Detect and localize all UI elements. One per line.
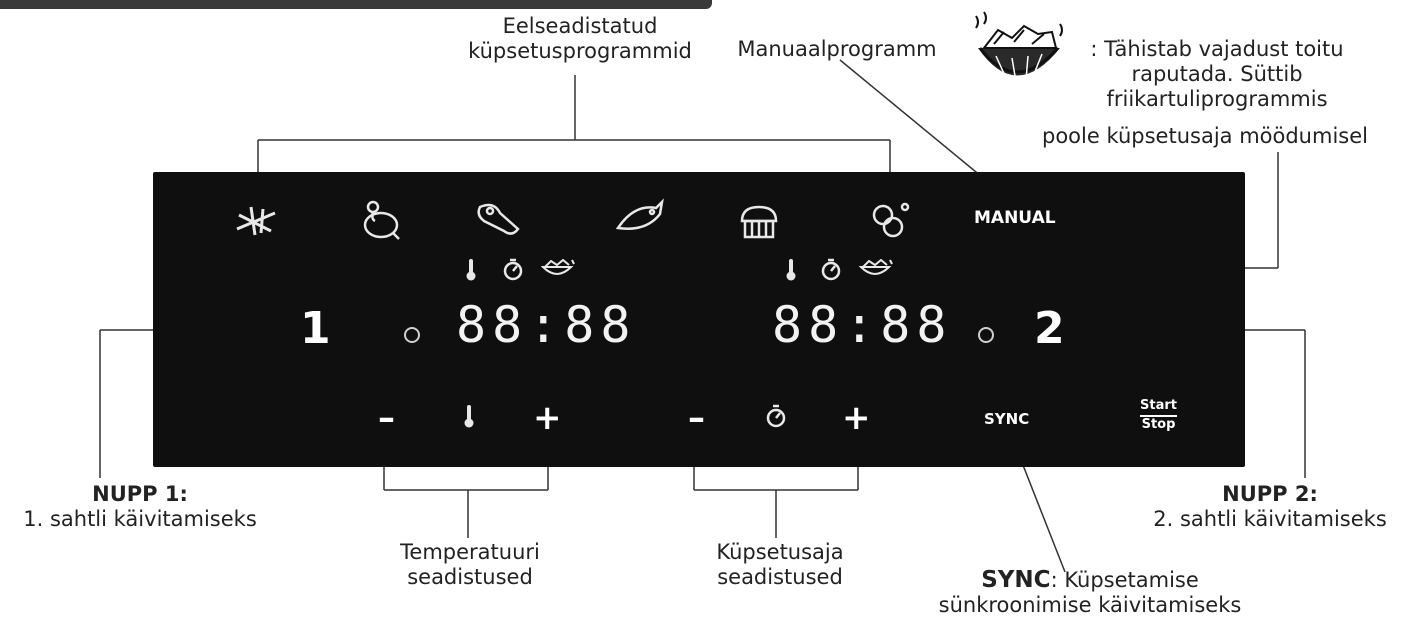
vegetables-icon[interactable]	[866, 198, 914, 242]
zone1-indicator-dot	[404, 327, 420, 343]
thermometer-icon	[782, 256, 800, 282]
time-settings-label: Küpsetusaja seadistused	[716, 540, 844, 589]
shake-note: : Tähistab vajadust toitu raputada. Sütt…	[1090, 37, 1344, 111]
time-plus-button[interactable]: +	[842, 398, 871, 438]
temperature-settings-label: Temperatuuri seadistused	[400, 540, 540, 589]
zone2-button[interactable]: 2	[1034, 303, 1065, 354]
timer-icon	[500, 256, 526, 282]
chicken-icon[interactable]	[355, 196, 405, 242]
thermometer-icon	[460, 402, 478, 430]
control-panel	[153, 172, 1245, 467]
fish-icon[interactable]	[610, 196, 666, 240]
timer-icon	[762, 402, 790, 430]
start-stop-button[interactable]: Start Stop	[1140, 398, 1177, 433]
zone2-indicator-dot	[978, 327, 994, 343]
shake-indicator-icon	[540, 258, 576, 280]
sync-annotation: SYNC: Küpsetamise sünkroonimise käivitam…	[938, 567, 1242, 618]
button2-annotation: NUPP 2: 2. sahtli käivitamiseks	[1153, 482, 1387, 531]
fries-icon[interactable]	[228, 200, 284, 240]
shake-basket-icon	[968, 8, 1066, 96]
cake-icon[interactable]	[734, 200, 784, 242]
temperature-plus-button[interactable]: +	[533, 398, 562, 438]
time-minus-button[interactable]: –	[688, 398, 705, 438]
preset-programs-label: Eelseadistatud küpsetusprogrammid	[468, 14, 692, 63]
manual-program-label: Manuaalprogramm	[737, 37, 937, 61]
zone1-button[interactable]: 1	[300, 303, 331, 354]
zone1-display: 88:88	[456, 296, 637, 354]
manual-button[interactable]: MANUAL	[974, 208, 1056, 228]
temperature-minus-button[interactable]: –	[378, 398, 395, 438]
top-bar	[0, 0, 712, 9]
timer-icon	[818, 256, 844, 282]
button1-annotation: NUPP 1: 1. sahtli käivitamiseks	[23, 482, 257, 531]
shake-note-line4: poole küpsetusaja möödumisel	[1042, 124, 1368, 148]
thermometer-icon	[462, 256, 480, 282]
meat-icon[interactable]	[472, 198, 526, 240]
shake-indicator-icon	[858, 258, 894, 280]
zone2-display: 88:88	[772, 296, 953, 354]
start-label: Start	[1140, 398, 1177, 417]
sync-button[interactable]: SYNC	[984, 410, 1030, 428]
stop-label: Stop	[1141, 417, 1176, 432]
